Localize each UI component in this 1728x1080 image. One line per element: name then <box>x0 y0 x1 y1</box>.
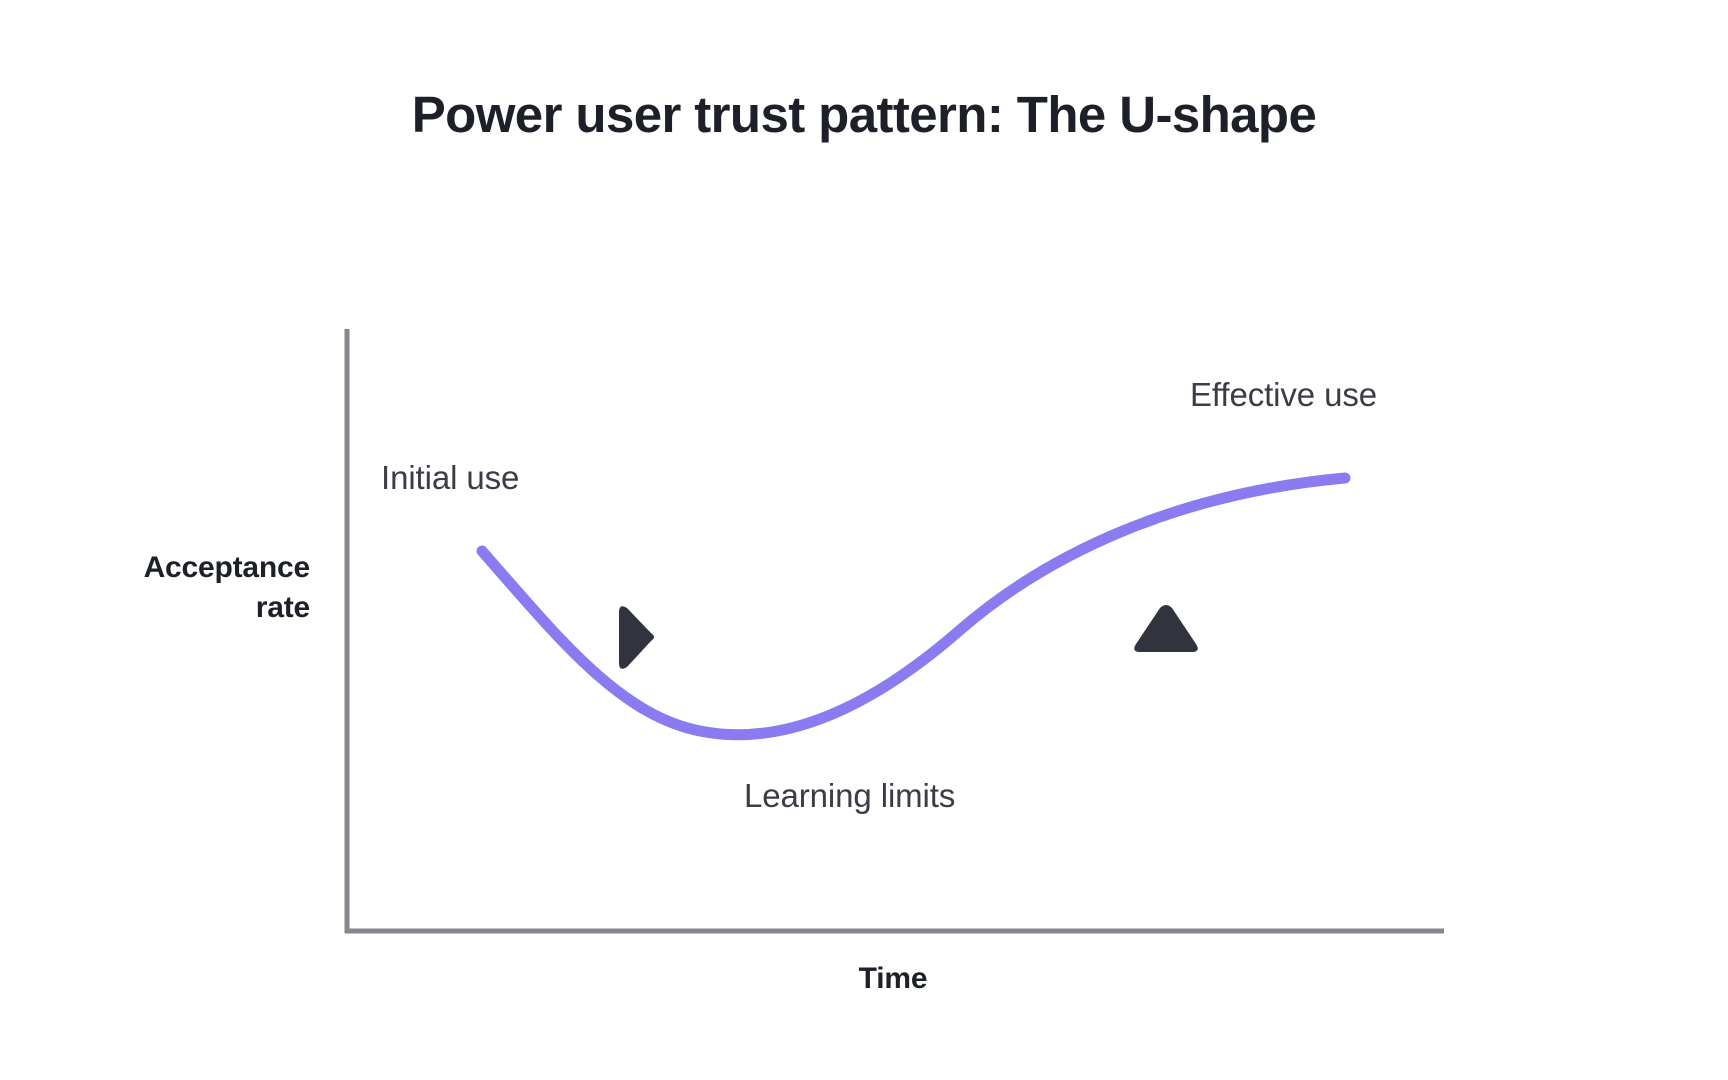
annotation-initial-use: Initial use <box>381 459 520 496</box>
y-axis-label: Acceptance rate <box>20 548 311 627</box>
acceptance-rate-curve <box>476 472 1351 741</box>
y-axis-label-line1: Acceptance <box>143 551 311 584</box>
triangle-right-icon <box>619 606 654 669</box>
annotation-learning-limits: Learning limits <box>744 777 956 814</box>
page-title: Power user trust pattern: The U-shape <box>411 86 1317 143</box>
annotation-effective-use: Effective use <box>1190 376 1378 413</box>
x-axis-label: Time <box>858 962 928 995</box>
y-axis-label-line2: rate <box>255 590 310 624</box>
triangle-up-icon <box>1134 605 1198 652</box>
